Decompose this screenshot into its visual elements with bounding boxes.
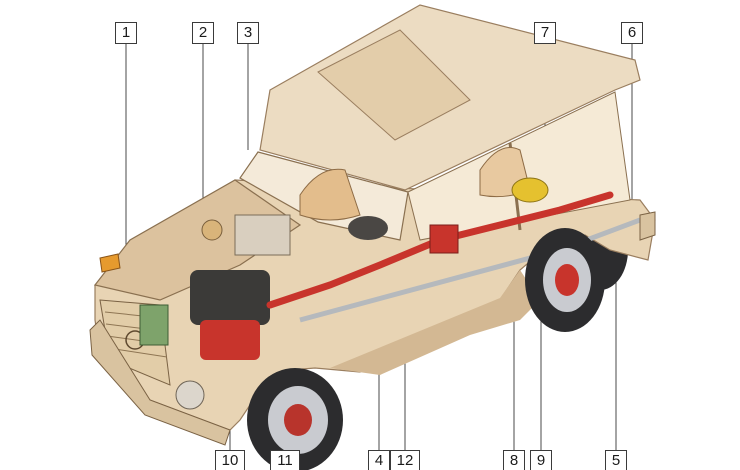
engine-block-top bbox=[190, 270, 270, 325]
steering-column bbox=[348, 216, 388, 240]
callout-6: 6 bbox=[621, 22, 643, 44]
fuel-tank bbox=[511, 177, 549, 203]
brake-reservoir bbox=[201, 219, 223, 241]
turn-indicator bbox=[99, 253, 121, 273]
headlamp bbox=[175, 380, 205, 410]
sunroof-panel bbox=[317, 29, 471, 141]
callout-8: 8 bbox=[503, 450, 525, 470]
rear-bumper bbox=[639, 211, 656, 241]
front-wheel bbox=[247, 368, 343, 470]
coolant-component bbox=[139, 304, 169, 346]
callout-9: 9 bbox=[530, 450, 552, 470]
front-bumper bbox=[89, 319, 231, 446]
callout-12: 12 bbox=[390, 450, 420, 470]
callout-7: 7 bbox=[534, 22, 556, 44]
callout-2: 2 bbox=[192, 22, 214, 44]
callout-5: 5 bbox=[605, 450, 627, 470]
callout-4: 4 bbox=[368, 450, 390, 470]
callout-10: 10 bbox=[215, 450, 245, 470]
callout-11: 11 bbox=[270, 450, 300, 470]
rear-wheel bbox=[525, 228, 605, 332]
callout-1: 1 bbox=[115, 22, 137, 44]
engine-block bbox=[200, 320, 260, 360]
transfer-case bbox=[429, 224, 459, 254]
air-filter-box bbox=[234, 214, 291, 256]
front-seat bbox=[299, 168, 361, 221]
callout-3: 3 bbox=[237, 22, 259, 44]
body-lower-shading bbox=[330, 270, 540, 375]
hood-opening bbox=[93, 179, 302, 301]
